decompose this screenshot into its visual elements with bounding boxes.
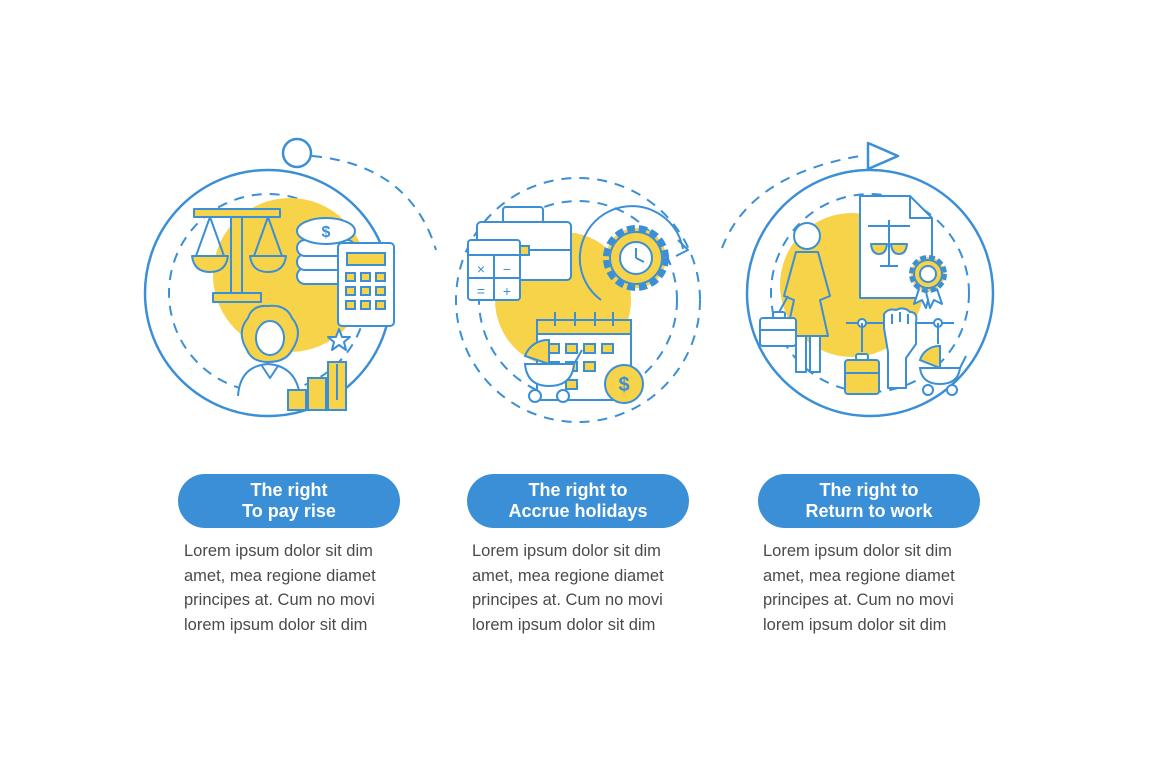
raised-fist-icon [846,307,954,389]
baby-stroller-icon [523,338,583,403]
calculator-icon [337,242,395,327]
balance-scale-icon [191,208,287,303]
step-1-description-line: lorem ipsum dolor sit dim [184,615,368,634]
step-3-title-line-1: The right to [819,480,919,500]
step-1-description-line: Lorem ipsum dolor sit dim [184,542,373,560]
step-2-title-line-2: Accrue holidays [508,501,648,521]
step-1-title-line-1: The right [250,480,328,500]
step-3-description-line: principes at. Cum no movi [763,591,954,609]
step-1-title: The right To pay rise [178,474,400,528]
briefcase-icon [844,353,880,395]
woman-avatar-icon [237,304,301,397]
step-1-description-line: amet, mea regione diamet [184,566,376,585]
start-node-icon [281,137,313,169]
step-1-title-line-2: To pay rise [242,501,336,521]
connector-arcs [311,155,861,251]
step-3-title: The right to Return to work [758,474,980,528]
step-1-description-line: principes at. Cum no movi [184,591,375,609]
step-3-description-line: lorem ipsum dolor sit dim [763,615,947,634]
svg-text:$: $ [618,374,629,396]
step-3-title-line-2: Return to work [805,501,933,521]
dollar-coin-icon: $ [604,364,644,404]
step-2-description-line: amet, mea regione diamet [472,566,664,585]
step-3-description-line: Lorem ipsum dolor sit dim [763,542,952,560]
award-badge-icon [909,255,947,309]
step-3-description-line: amet, mea regione diamet [763,566,955,585]
woman-figure-icon [777,222,831,373]
step-1-description: Lorem ipsum dolor sit dim amet, mea regi… [184,539,424,637]
step-2-title: The right to Accrue holidays [467,474,689,528]
step-2-description-line: lorem ipsum dolor sit dim [472,615,656,634]
step-2-description-line: principes at. Cum no movi [472,591,663,609]
svg-text:=: = [477,283,485,299]
svg-text:$: $ [322,224,331,241]
svg-text:−: − [503,261,511,277]
svg-text:+: + [503,283,511,299]
star-icon [327,328,351,351]
gear-clock-icon [578,205,689,301]
end-arrow-icon [866,141,900,171]
step-2-description-line: Lorem ipsum dolor sit dim [472,542,661,560]
growth-chart-icon [287,361,347,411]
step-2-description: Lorem ipsum dolor sit dim amet, mea regi… [472,539,712,637]
svg-text:×: × [477,261,485,277]
step-2-title-line-1: The right to [528,480,628,500]
calculator-icon: × − = + [467,239,521,301]
step-3-description: Lorem ipsum dolor sit dim amet, mea regi… [763,539,1003,637]
baby-stroller-icon [918,344,967,396]
briefcase-icon [759,311,797,347]
